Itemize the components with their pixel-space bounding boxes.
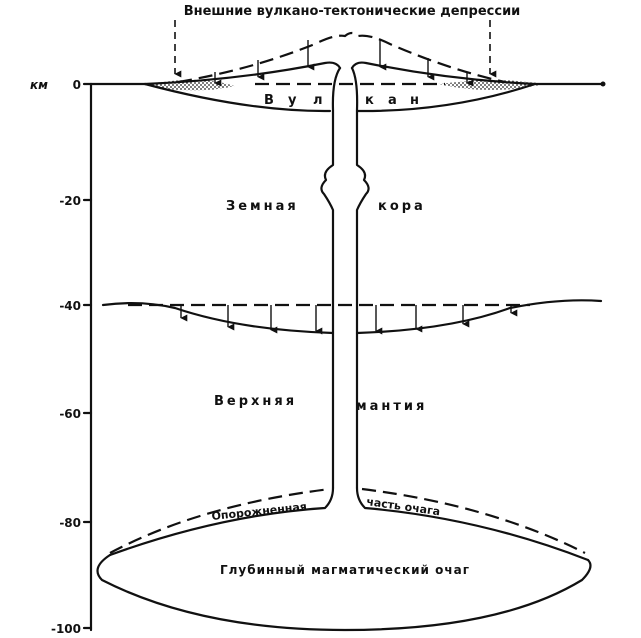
volcano-cone-outline: [143, 61, 537, 86]
conduit-right-wall: [350, 66, 370, 490]
svg-text:н: н: [410, 93, 419, 108]
crust-label-right: кора: [378, 199, 426, 214]
tick-label: -100: [51, 622, 81, 636]
subsidence-arrows-moho: [180, 305, 518, 335]
svg-text:к: к: [365, 93, 374, 108]
emptied-label-left: Опорожненная: [211, 500, 307, 523]
svg-text:В: В: [264, 93, 274, 108]
axis-unit: км: [30, 78, 48, 92]
moho-left: [101, 302, 335, 335]
diagram-title: Внешние вулкано-тектонические депрессии: [184, 4, 521, 19]
tick-label: -40: [59, 299, 81, 313]
tick-label: -20: [59, 194, 81, 208]
magma-chamber-bottom: [96, 553, 592, 632]
depth-axis: км 0 -20 -40 -60 -80 -100: [30, 78, 93, 636]
emptied-roof-left: [108, 486, 335, 557]
magma-chamber-label: Глубинный магматический очаг: [220, 563, 470, 577]
svg-text:л: л: [313, 93, 323, 108]
volcano-root-left: [143, 82, 332, 113]
tick-label: -60: [59, 407, 81, 421]
emptied-roof-right: [355, 486, 590, 562]
emptied-label-right: часть очага: [366, 495, 441, 518]
tick-label: -80: [59, 516, 81, 530]
surface-line: [89, 81, 606, 87]
moho-right: [355, 299, 603, 335]
svg-text:а: а: [388, 93, 397, 108]
volcano-root-right: [355, 82, 537, 113]
crust-label-left: Земная: [226, 199, 299, 214]
svg-text:у: у: [288, 93, 297, 108]
subsidence-arrows-top: [214, 40, 474, 87]
mantle-label-left: Верхняя: [214, 394, 297, 409]
mantle-label-right: мантия: [356, 399, 427, 414]
original-chamber-roof-left: [109, 487, 331, 554]
tick-label: 0: [73, 78, 81, 92]
original-chamber-roof-right: [361, 487, 586, 554]
conduit-left-wall: [320, 66, 342, 490]
volcano-label: В у л к а н: [264, 93, 419, 108]
pre-collapse-surface-dashed: [177, 31, 506, 84]
